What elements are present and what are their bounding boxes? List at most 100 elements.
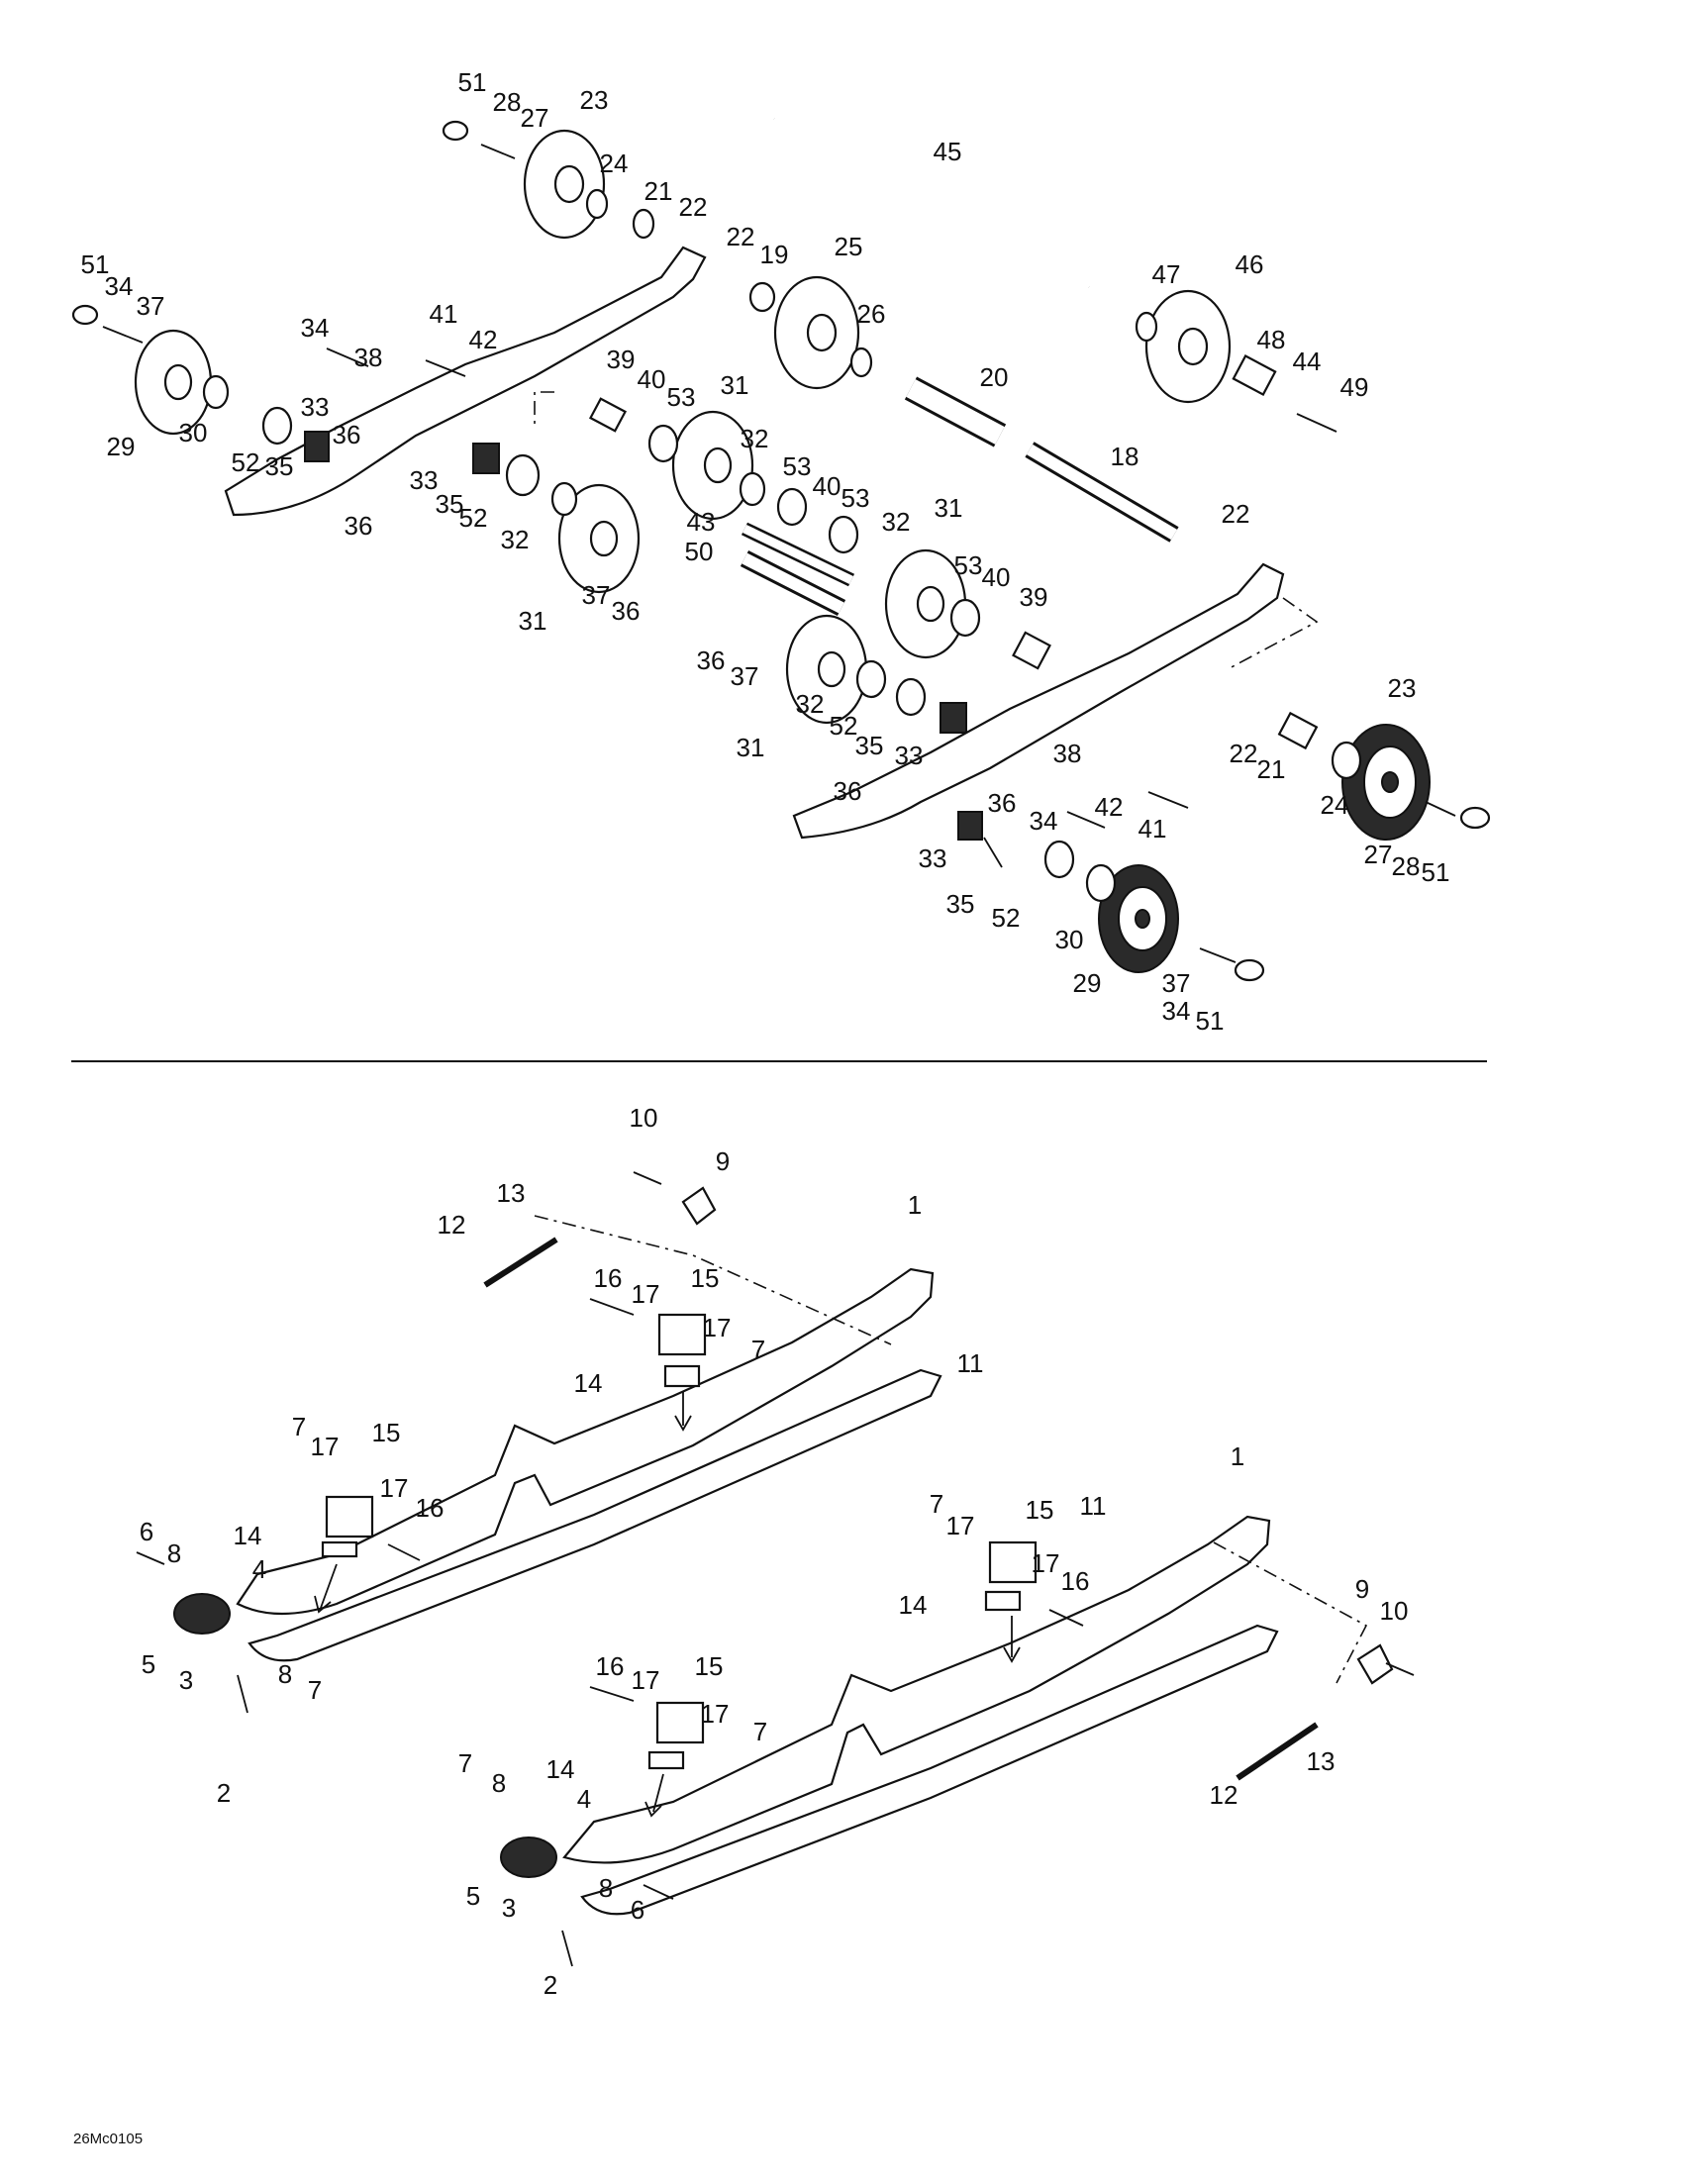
part-callout-16: 16 bbox=[416, 1493, 445, 1523]
cap-51-d bbox=[1234, 958, 1265, 982]
part-callout-42: 42 bbox=[1095, 792, 1124, 822]
bottom-assembly bbox=[136, 1171, 1415, 1967]
part-callout-1: 1 bbox=[908, 1190, 922, 1220]
part-callout-23: 23 bbox=[1388, 673, 1417, 703]
cap-51-a bbox=[442, 120, 469, 142]
part-callout-11: 11 bbox=[1080, 1491, 1107, 1521]
part-callout-33: 33 bbox=[410, 465, 439, 495]
rail-1-rear bbox=[236, 1267, 935, 1616]
part-callout-22: 22 bbox=[1230, 739, 1258, 768]
part-callout-17: 17 bbox=[946, 1511, 975, 1540]
part-callout-26: 26 bbox=[857, 299, 886, 329]
part-callout-36: 36 bbox=[333, 420, 361, 449]
part-callout-37: 37 bbox=[582, 580, 611, 610]
bolt-12-b bbox=[1236, 1722, 1319, 1781]
part-callout-12: 12 bbox=[1210, 1780, 1238, 1810]
part-callout-7: 7 bbox=[753, 1717, 767, 1746]
part-callout-40: 40 bbox=[813, 471, 842, 501]
part-callout-52: 52 bbox=[992, 903, 1021, 933]
part-callout-5: 5 bbox=[466, 1881, 480, 1911]
part-callout-42: 42 bbox=[469, 325, 498, 354]
part-callout-8: 8 bbox=[278, 1659, 292, 1689]
part-callout-11: 11 bbox=[957, 1348, 984, 1378]
part-callout-53: 53 bbox=[667, 382, 696, 412]
part-callout-40: 40 bbox=[982, 562, 1011, 592]
wheel-29-right bbox=[1098, 864, 1179, 973]
part-callout-17: 17 bbox=[632, 1279, 660, 1309]
part-callout-36: 36 bbox=[612, 596, 641, 626]
part-callout-7: 7 bbox=[930, 1489, 943, 1519]
part-callout-34: 34 bbox=[1030, 806, 1058, 836]
bracket-9-b bbox=[1356, 1643, 1394, 1685]
axle-20 bbox=[904, 376, 1007, 447]
part-callout-20: 20 bbox=[980, 362, 1009, 392]
part-callout-36: 36 bbox=[834, 776, 862, 806]
wheel-23-right bbox=[1341, 724, 1431, 841]
part-callout-51: 51 bbox=[1422, 857, 1450, 887]
bumper-5-front bbox=[500, 1837, 557, 1878]
part-callout-32: 32 bbox=[796, 689, 825, 719]
part-callout-36: 36 bbox=[345, 511, 373, 541]
bolts-bottom bbox=[136, 1171, 1415, 1967]
part-callout-52: 52 bbox=[459, 503, 488, 533]
part-callout-36: 36 bbox=[697, 645, 726, 675]
part-callout-9: 9 bbox=[1355, 1574, 1369, 1604]
part-callout-34: 34 bbox=[1162, 996, 1191, 1026]
part-callout-14: 14 bbox=[234, 1521, 262, 1550]
part-callout-45: 45 bbox=[934, 137, 962, 166]
part-callout-17: 17 bbox=[632, 1665, 660, 1695]
part-callout-39: 39 bbox=[1020, 582, 1048, 612]
part-callout-53: 53 bbox=[783, 451, 812, 481]
part-callout-17: 17 bbox=[701, 1699, 730, 1729]
part-callout-52: 52 bbox=[232, 447, 260, 477]
part-callout-35: 35 bbox=[855, 731, 884, 760]
part-callout-25: 25 bbox=[835, 232, 863, 261]
block-15-d bbox=[655, 1701, 705, 1744]
part-callout-15: 15 bbox=[695, 1651, 724, 1681]
part-callout-24: 24 bbox=[1321, 790, 1349, 820]
bolts-top bbox=[102, 144, 1456, 963]
axle-18 bbox=[1025, 442, 1179, 543]
part-callout-15: 15 bbox=[691, 1263, 720, 1293]
slider-2-rear bbox=[248, 1368, 942, 1662]
part-callout-38: 38 bbox=[354, 343, 383, 372]
part-callout-17: 17 bbox=[311, 1432, 340, 1461]
shaft-45 bbox=[770, 111, 1093, 295]
block-15-c bbox=[988, 1540, 1038, 1584]
part-callout-3: 3 bbox=[502, 1893, 516, 1923]
part-callout-27: 27 bbox=[521, 103, 549, 133]
part-callout-39: 39 bbox=[607, 345, 636, 374]
part-callout-16: 16 bbox=[1061, 1566, 1090, 1596]
part-callout-50: 50 bbox=[685, 537, 714, 566]
part-callout-32: 32 bbox=[882, 507, 911, 537]
bolt-12-a bbox=[483, 1237, 558, 1288]
part-callout-49: 49 bbox=[1340, 372, 1369, 402]
slider-2-front bbox=[580, 1624, 1279, 1916]
part-callout-41: 41 bbox=[430, 299, 458, 329]
part-callout-4: 4 bbox=[252, 1554, 266, 1584]
bumper-5-rear bbox=[173, 1593, 231, 1635]
part-callout-35: 35 bbox=[265, 451, 294, 481]
part-callout-28: 28 bbox=[1392, 851, 1421, 881]
part-callout-35: 35 bbox=[946, 889, 975, 919]
part-callout-23: 23 bbox=[580, 85, 609, 115]
part-callout-17: 17 bbox=[380, 1473, 409, 1503]
part-callout-7: 7 bbox=[308, 1675, 322, 1705]
part-callout-10: 10 bbox=[630, 1103, 658, 1133]
part-callout-10: 10 bbox=[1380, 1596, 1409, 1626]
part-callout-13: 13 bbox=[1307, 1746, 1336, 1776]
part-callout-17: 17 bbox=[703, 1313, 732, 1342]
part-callout-43: 43 bbox=[687, 507, 716, 537]
part-callout-7: 7 bbox=[292, 1412, 306, 1441]
part-callout-44: 44 bbox=[1293, 347, 1322, 376]
part-callout-3: 3 bbox=[179, 1665, 193, 1695]
part-callout-22: 22 bbox=[679, 192, 708, 222]
part-callout-27: 27 bbox=[1364, 840, 1393, 869]
bearings bbox=[202, 188, 1362, 903]
part-callout-37: 37 bbox=[731, 661, 759, 691]
part-callout-16: 16 bbox=[596, 1651, 625, 1681]
part-callout-51: 51 bbox=[1196, 1006, 1225, 1036]
